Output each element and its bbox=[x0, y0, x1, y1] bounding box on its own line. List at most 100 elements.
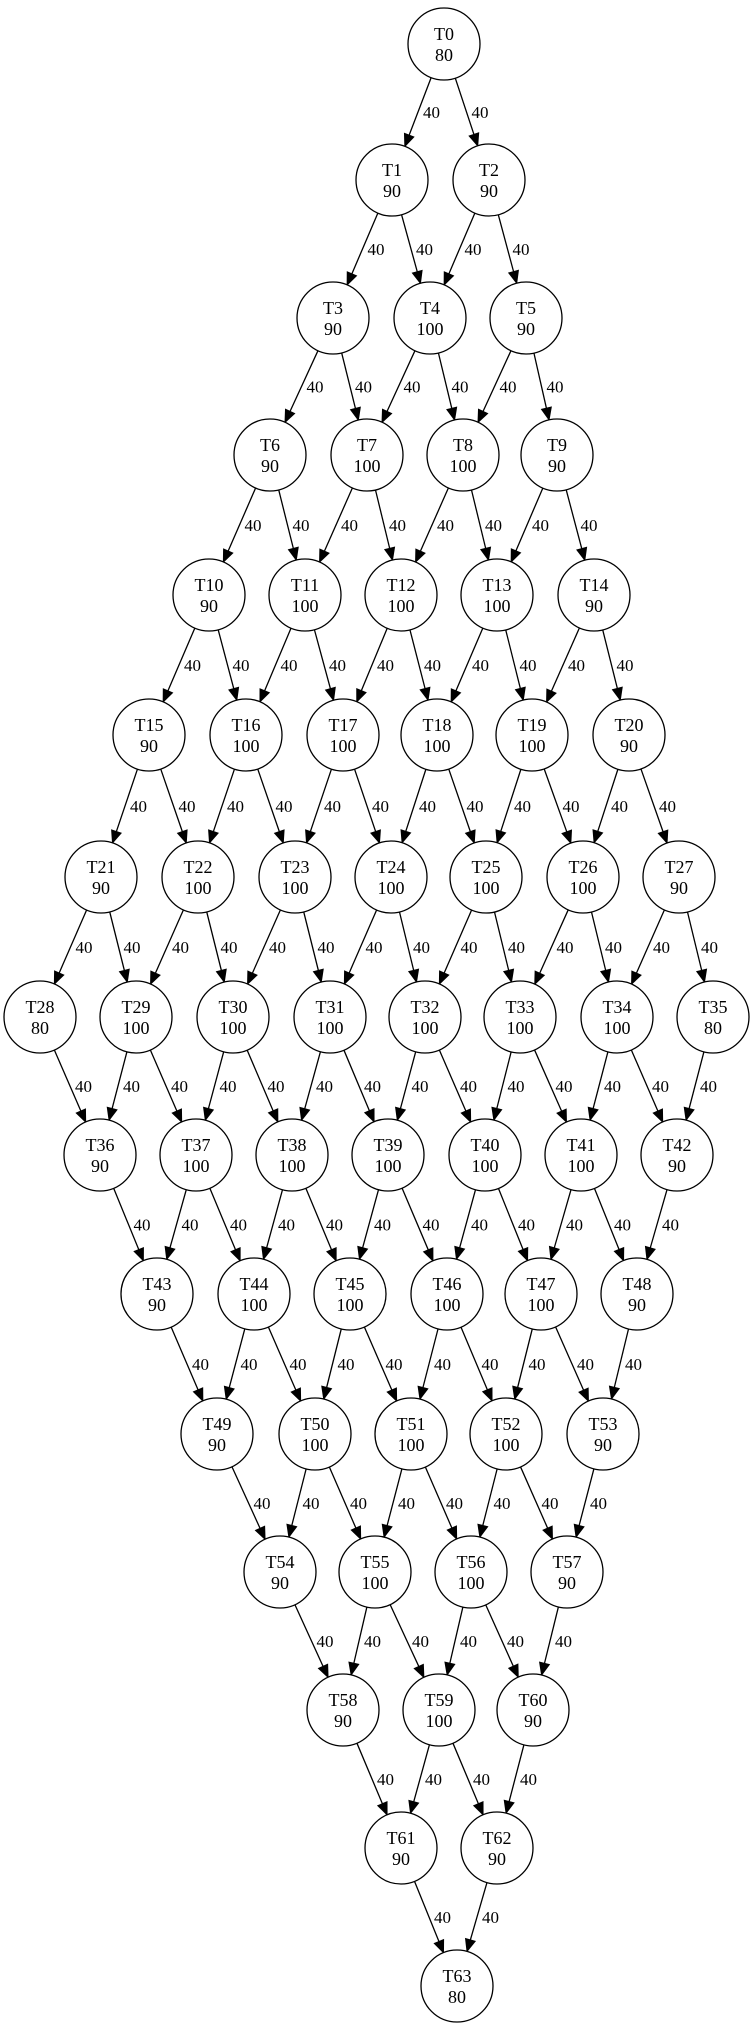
edge-line bbox=[353, 768, 377, 832]
arrowhead-icon bbox=[287, 546, 299, 562]
edge-weight-label: 40 bbox=[293, 516, 310, 535]
edge-line bbox=[640, 768, 664, 832]
arrowhead-icon bbox=[408, 1799, 420, 1815]
edge-weight-label: 40 bbox=[254, 1494, 271, 1513]
node-weight-label: 90 bbox=[200, 596, 218, 616]
edge-T7-T12: 40 bbox=[374, 489, 406, 562]
node-id-label: T39 bbox=[374, 1135, 403, 1155]
edge-weight-label: 40 bbox=[508, 1077, 525, 1096]
arrowhead-icon bbox=[407, 968, 420, 984]
node-weight-label: 100 bbox=[507, 1018, 534, 1038]
edge-line bbox=[543, 768, 568, 833]
node-id-label: T3 bbox=[323, 298, 343, 318]
edge-line bbox=[386, 350, 416, 412]
edge-T30-T38: 40 bbox=[246, 1049, 285, 1124]
edge-line bbox=[326, 1328, 342, 1388]
edge-line bbox=[291, 1468, 307, 1526]
arrowhead-icon bbox=[576, 546, 588, 562]
edge-T4-T8: 40 bbox=[437, 352, 469, 422]
edge-line bbox=[227, 487, 257, 552]
edge-T34-T41: 40 bbox=[587, 1051, 621, 1122]
arrowhead-icon bbox=[578, 1387, 589, 1403]
edge-line bbox=[228, 1328, 246, 1388]
edge-T6-T11: 40 bbox=[278, 489, 310, 562]
node-weight-label: 100 bbox=[354, 456, 381, 476]
edge-line bbox=[149, 1049, 178, 1112]
node-weight-label: 100 bbox=[282, 878, 309, 898]
edge-T17-T23: 40 bbox=[305, 768, 341, 845]
node-circle bbox=[217, 1257, 291, 1331]
edge-T10-T15: 40 bbox=[162, 627, 201, 704]
node-weight-label: 100 bbox=[302, 1435, 329, 1455]
node-id-label: T53 bbox=[589, 1414, 618, 1434]
edge-weight-label: 40 bbox=[472, 656, 489, 675]
node-id-label: T38 bbox=[278, 1135, 307, 1155]
edge-T15-T22: 40 bbox=[160, 768, 196, 845]
node-weight-label: 90 bbox=[208, 1435, 226, 1455]
edge-line bbox=[351, 212, 379, 275]
arrowhead-icon bbox=[446, 1525, 458, 1541]
node-weight-label: 100 bbox=[570, 878, 597, 898]
arrowhead-icon bbox=[350, 1525, 362, 1541]
arrowhead-icon bbox=[299, 1106, 311, 1122]
arrowhead-icon bbox=[324, 686, 336, 702]
node-weight-label: 90 bbox=[148, 1295, 166, 1315]
arrowhead-icon bbox=[321, 1385, 333, 1401]
edge-line bbox=[257, 768, 280, 832]
arrowhead-icon bbox=[261, 1245, 273, 1261]
edge-T50-T55: 40 bbox=[328, 1466, 367, 1541]
edge-T45-T51: 40 bbox=[363, 1326, 403, 1403]
node-id-label: T32 bbox=[411, 997, 440, 1017]
node-circle bbox=[426, 418, 500, 492]
edge-line bbox=[405, 769, 427, 832]
edge-weight-label: 40 bbox=[513, 240, 530, 259]
edge-line bbox=[597, 769, 619, 832]
arrowhead-icon bbox=[450, 688, 462, 704]
edge-weight-label: 40 bbox=[604, 1077, 621, 1096]
edge-weight-label: 40 bbox=[355, 378, 372, 397]
edge-weight-label: 40 bbox=[590, 1494, 607, 1513]
node-id-label: T50 bbox=[301, 1414, 330, 1434]
node-circle bbox=[99, 980, 173, 1054]
node-weight-label: 100 bbox=[388, 596, 415, 616]
node-circle bbox=[338, 1535, 412, 1609]
node-weight-label: 90 bbox=[92, 878, 110, 898]
edge-line bbox=[455, 627, 484, 692]
edge-T44-T50: 40 bbox=[267, 1326, 307, 1403]
node-circle bbox=[592, 698, 666, 772]
node-circle bbox=[64, 840, 138, 914]
node-id-label: T34 bbox=[603, 997, 632, 1017]
node-circle bbox=[278, 1397, 352, 1471]
arrowhead-icon bbox=[477, 1523, 489, 1539]
edge-line bbox=[448, 212, 476, 275]
edge-weight-label: 40 bbox=[329, 656, 346, 675]
node-layer: T080T190T290T390T4100T590T690T7100T8100T… bbox=[3, 7, 750, 2023]
node-id-label: T2 bbox=[479, 160, 499, 180]
edge-T50-T54: 40 bbox=[286, 1468, 320, 1539]
arrowhead-icon bbox=[106, 1106, 118, 1122]
node-weight-label: 80 bbox=[704, 1018, 722, 1038]
node-id-label: T6 bbox=[260, 435, 280, 455]
edge-weight-label: 40 bbox=[581, 516, 598, 535]
edge-T43-T49: 40 bbox=[170, 1326, 209, 1403]
edge-T5-T9: 40 bbox=[533, 352, 564, 422]
node-id-label: T41 bbox=[567, 1135, 596, 1155]
node-id-label: T47 bbox=[527, 1274, 556, 1294]
node-id-label: T42 bbox=[663, 1135, 692, 1155]
edge-T37-T44: 40 bbox=[209, 1187, 247, 1262]
node-weight-label: 100 bbox=[362, 1573, 389, 1593]
edge-weight-label: 40 bbox=[221, 938, 238, 957]
edge-weight-label: 40 bbox=[389, 516, 406, 535]
edge-line bbox=[533, 352, 548, 409]
